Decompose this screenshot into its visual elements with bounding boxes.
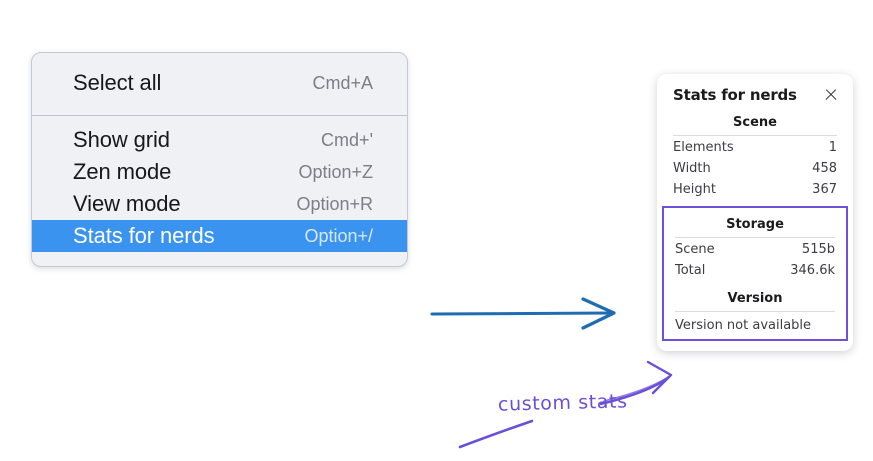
menu-item-label: Show grid [73, 127, 170, 152]
stat-row-elements: Elements 1 [673, 138, 837, 159]
version-note: Version not available [675, 317, 812, 333]
stat-key: Height [673, 181, 716, 197]
section-rule [675, 236, 835, 238]
menu-item-label: Select all [73, 70, 162, 95]
menu-item-stats-for-nerds[interactable]: Stats for nerds Option+/ [32, 220, 407, 252]
stat-value: 367 [812, 181, 837, 197]
section-rule [675, 310, 835, 312]
blue-arrow [430, 297, 616, 330]
menu-item-view-mode[interactable]: View mode Option+R [32, 188, 407, 220]
section-storage: Storage Scene 515b Total 346.6k [664, 208, 846, 282]
menu-item-label: Zen mode [73, 159, 172, 184]
stat-row-width: Width 458 [673, 159, 837, 180]
custom-stats-highlight-box: Storage Scene 515b Total 346.6k Version … [662, 205, 848, 341]
stat-row-total: Total 346.6k [675, 261, 835, 282]
section-heading: Storage [726, 216, 784, 232]
stats-for-nerds-panel: Stats for nerds Scene Elements 1 Width 4… [657, 74, 853, 351]
close-icon[interactable] [823, 87, 839, 103]
menu-item-shortcut: Option+/ [304, 225, 373, 246]
panel-header: Stats for nerds [657, 84, 853, 106]
panel-title: Stats for nerds [673, 86, 797, 104]
menu-item-shortcut: Cmd+' [321, 129, 373, 150]
stat-row-height: Height 367 [673, 180, 837, 201]
annotation-label-custom-stats: custom stats [497, 390, 628, 416]
canvas-context-menu[interactable]: Select all Cmd+A Show grid Cmd+' Zen mod… [31, 52, 408, 267]
menu-item-zen-mode[interactable]: Zen mode Option+Z [32, 156, 407, 188]
menu-item-shortcut: Option+Z [298, 161, 373, 182]
section-scene: Scene Elements 1 Width 458 Height 367 [657, 106, 853, 201]
stat-key: Elements [673, 140, 734, 155]
stat-key: Scene [675, 241, 715, 257]
stat-key: Width [673, 160, 711, 176]
stat-value: 458 [812, 160, 837, 176]
section-heading: Scene [733, 115, 777, 130]
menu-item-shortcut: Option+R [296, 193, 373, 214]
menu-item-shortcut: Cmd+A [312, 72, 373, 93]
menu-item-label: View mode [73, 191, 181, 216]
stat-value: 346.6k [790, 262, 835, 278]
menu-item-label: Stats for nerds [73, 223, 215, 248]
menu-group-2: Show grid Cmd+' Zen mode Option+Z View m… [32, 116, 407, 266]
menu-item-show-grid[interactable]: Show grid Cmd+' [32, 124, 407, 156]
stat-key: Total [675, 262, 706, 278]
menu-separator [32, 115, 407, 116]
stat-value: 1 [828, 140, 837, 155]
section-version: Version Version not available [664, 282, 846, 335]
menu-item-select-all[interactable]: Select all Cmd+A [32, 67, 407, 99]
section-heading: Version [727, 290, 783, 306]
purple-annotation-stroke [458, 419, 534, 449]
stat-row-scene: Scene 515b [675, 240, 835, 261]
stat-value: 515b [801, 241, 835, 257]
menu-group-1: Select all Cmd+A [32, 53, 407, 115]
section-rule [673, 135, 837, 136]
